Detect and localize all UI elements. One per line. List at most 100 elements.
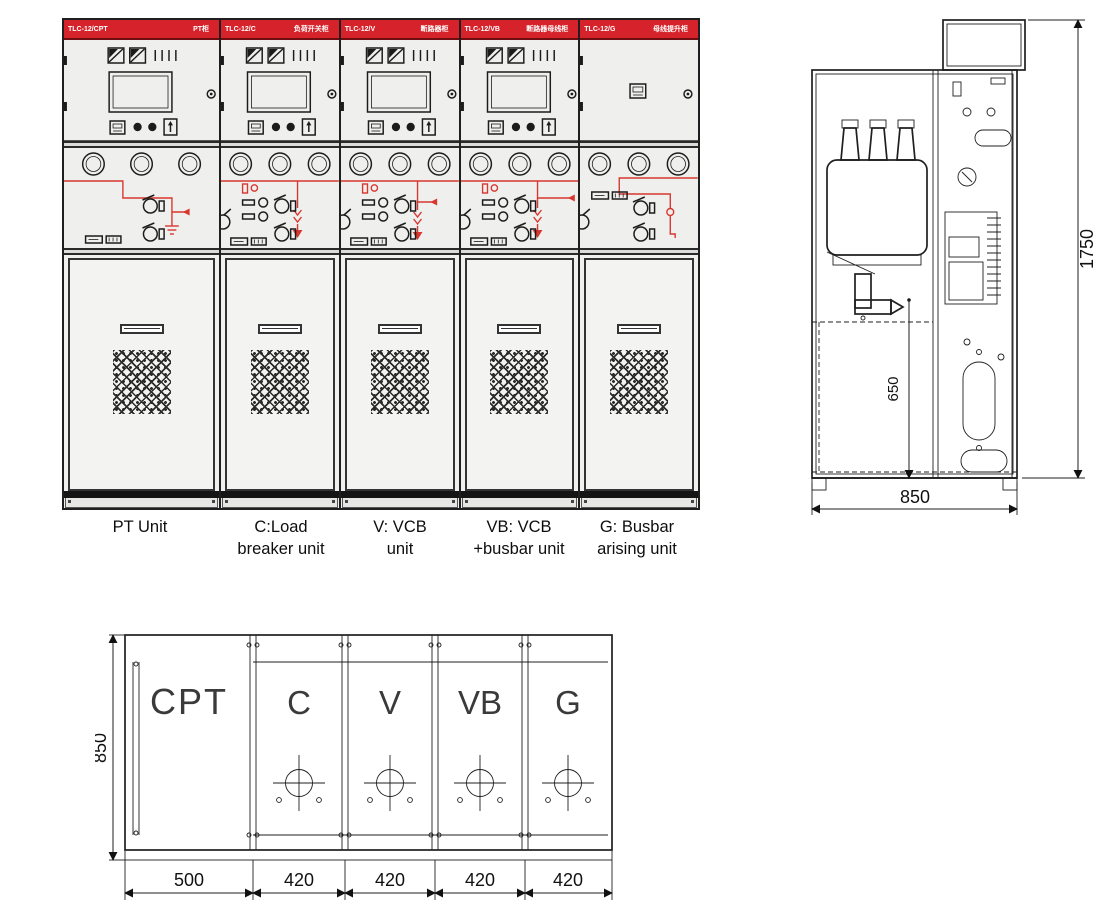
obround-cutout xyxy=(962,361,996,441)
panel-base xyxy=(64,491,220,498)
width-label-cpt: 500 xyxy=(174,870,204,890)
spring-icon xyxy=(987,217,1001,296)
base-strip xyxy=(222,498,338,508)
section-label-v: V xyxy=(379,684,401,721)
door-handle-slot xyxy=(497,324,542,334)
cable-gland xyxy=(273,755,325,811)
vent-grille-icon xyxy=(250,350,309,414)
panel-header: TLC-12/V 断路器柜 xyxy=(340,20,459,40)
switch-symbol-icon xyxy=(273,222,297,242)
side-cabinet-outline xyxy=(811,69,1018,479)
instrument-door xyxy=(340,40,459,141)
switch-symbol-icon xyxy=(632,196,656,216)
relay-device-icon xyxy=(629,83,647,99)
viewport-icon xyxy=(468,152,571,176)
panel-vb: TLC-12/VB 断路器母线柜 xyxy=(458,20,579,508)
viewport-icon xyxy=(588,152,690,176)
instrument-panel-drawing xyxy=(580,56,693,111)
viewport-icon xyxy=(81,152,202,176)
switch-symbol-icon xyxy=(513,222,536,242)
cable-gland xyxy=(364,755,416,811)
base-strip xyxy=(65,498,219,508)
frame-bar xyxy=(460,141,579,148)
instrument-panel-drawing xyxy=(64,47,216,136)
base-strip xyxy=(581,498,698,508)
panel-v: TLC-12/V 断路器柜 xyxy=(338,20,459,508)
dim-inner-label: 650 xyxy=(885,376,902,401)
panel-base xyxy=(580,491,699,498)
switch-symbol-icon xyxy=(393,222,417,242)
unit-label-g: G: Busbar arising unit xyxy=(562,517,712,561)
hinge-icon xyxy=(340,56,344,65)
panel-c: TLC-12/C 负荷开关柜 xyxy=(219,20,339,508)
indicator-lights-icon xyxy=(154,50,177,61)
hinge-icon xyxy=(221,56,224,65)
panel-header: TLC-12/CPT PT柜 xyxy=(64,20,220,40)
push-button xyxy=(286,122,295,132)
vent-grille-icon xyxy=(490,350,549,414)
label-plate xyxy=(469,237,507,246)
panel-name-label: 断路器柜 xyxy=(420,25,449,33)
cable-compartment-door xyxy=(464,258,575,491)
switch-symbol-icon xyxy=(142,194,165,214)
indicator-lights-icon xyxy=(532,50,555,61)
busbar-line xyxy=(64,180,173,212)
door-handle-slot xyxy=(377,324,422,334)
plan-depth-label: 850 xyxy=(95,733,110,763)
panel-model-label: TLC-12/G xyxy=(584,25,616,33)
hinge-icon xyxy=(340,102,344,111)
plan-outline xyxy=(124,634,613,851)
width-label-vb: 420 xyxy=(465,870,495,890)
mimic-diagram xyxy=(340,152,459,246)
instrument-panel-drawing xyxy=(340,47,457,136)
dim-depth-label: 850 xyxy=(900,487,930,507)
hinge-icon xyxy=(64,102,67,111)
width-label-v: 420 xyxy=(375,870,405,890)
hinge-icon xyxy=(460,56,464,65)
mimic-diagram xyxy=(221,152,339,246)
viewport-icon xyxy=(348,152,451,176)
plan-base-strip xyxy=(124,849,613,861)
unit-label-line1: VB: VCB xyxy=(486,518,552,536)
instrument-panel-drawing xyxy=(221,47,337,136)
door-handle-slot xyxy=(257,324,302,334)
display-window xyxy=(486,71,551,113)
width-label-g: 420 xyxy=(553,870,583,890)
front-view: TLC-12/CPT PT柜 xyxy=(62,18,700,510)
cable-arrow-icon xyxy=(532,230,542,238)
panel-cpt: TLC-12/CPT PT柜 xyxy=(64,20,220,508)
indicator-lights-icon xyxy=(412,50,435,61)
panel-model-label: TLC-12/VB xyxy=(464,25,500,33)
panel-base xyxy=(221,491,339,498)
unit-label-line1: PT Unit xyxy=(112,518,168,536)
rear-riser-compartment xyxy=(942,19,1026,71)
section-divider xyxy=(246,635,532,850)
label-plate xyxy=(349,237,387,246)
section-label-c: C xyxy=(287,684,311,721)
unit-label-v: V: VCB unit xyxy=(325,517,475,561)
arrow-icon xyxy=(182,208,190,216)
frame-bar xyxy=(221,141,339,148)
relay-device-icon xyxy=(247,120,264,135)
side-view: 1750 650 850 xyxy=(811,19,1097,515)
mimic-panel xyxy=(340,148,459,248)
selector-switch-icon xyxy=(421,118,436,136)
panel-name-label: 负荷开关柜 xyxy=(293,25,329,33)
operating-handle-icon xyxy=(460,208,471,230)
switch-symbol-icon xyxy=(632,222,656,242)
instrument-door xyxy=(221,40,339,141)
display-window xyxy=(108,71,173,113)
label-plate xyxy=(84,235,122,244)
vent-grille-icon xyxy=(610,350,669,414)
door-knob-icon xyxy=(206,89,216,99)
push-button xyxy=(406,122,415,132)
base-channel xyxy=(811,477,827,491)
push-button xyxy=(391,122,400,132)
unit-label-line2: unit xyxy=(386,539,414,558)
door-knob-icon xyxy=(327,89,337,99)
frame-bar xyxy=(580,141,699,148)
instrument-door xyxy=(64,40,220,141)
cable-compartment-door xyxy=(344,258,455,491)
plan-view: CPT C V VB G 850 xyxy=(95,634,613,900)
